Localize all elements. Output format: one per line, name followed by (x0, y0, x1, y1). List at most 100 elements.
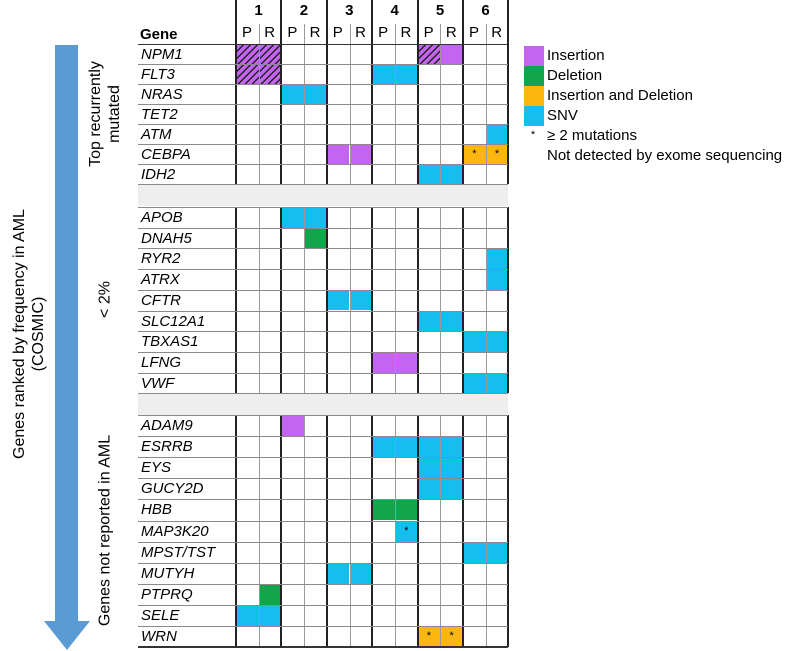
section-gap-1 (138, 184, 508, 206)
grid-vline (462, 415, 464, 648)
subcolumn-header-3R: R (355, 24, 366, 41)
cell-HBB-4P (372, 499, 395, 521)
header-vline (235, 0, 237, 44)
multi-mutation-star: * (494, 148, 500, 160)
cell-ESRRB-4R (394, 436, 418, 458)
cell-FLT3-4P (372, 64, 395, 84)
cell-ESRRB-4P (372, 436, 395, 458)
grid-hline (138, 604, 509, 606)
grid-vline (507, 415, 510, 648)
axis-label: Genes ranked by frequency in AML (COSMIC… (10, 174, 48, 494)
grid-vline (258, 44, 260, 184)
grid-vline (507, 207, 510, 394)
grid-vline (349, 415, 351, 648)
grid-vline (258, 207, 260, 394)
gene-label-MAP3K20: MAP3K20 (141, 522, 209, 540)
cell-SELE-1R (258, 604, 282, 626)
cell-ADAM9-2P (281, 415, 305, 437)
patient-header-5: 5 (435, 2, 445, 19)
cell-GUCY2D-5P (417, 478, 441, 500)
cell-TBXAS1-6R (485, 331, 509, 352)
cell-ESRRB-5R (440, 436, 463, 458)
cell-DNAH5-2R (304, 227, 327, 249)
header-vline (349, 24, 351, 44)
subcolumn-header-6R: R (491, 24, 503, 41)
cell-SELE-1P (236, 604, 259, 626)
header-rule (138, 44, 509, 45)
gene-label-MPST/TST: MPST/TST (141, 543, 216, 561)
legend-label-star: ≥ 2 mutations (547, 127, 637, 144)
gene-label-FLT3: FLT3 (141, 66, 175, 83)
gene-label-SELE: SELE (141, 606, 180, 624)
cell-MUTYH-3P (326, 562, 350, 584)
cell-RYR2-6R (485, 248, 509, 270)
legend-label-insdel: Insertion and Deletion (547, 87, 693, 104)
cell-CFTR-3R (349, 289, 373, 311)
grid-vline (280, 44, 283, 184)
grid-vline (349, 207, 351, 394)
grid-vline (235, 44, 237, 184)
gene-label-ATM: ATM (141, 126, 172, 143)
gene-label-EYS: EYS (141, 459, 172, 477)
legend-star-icon: * (530, 129, 536, 141)
grid-vline (440, 415, 442, 648)
cell-FLT3-1P (236, 64, 259, 84)
gene-label-IDH2: IDH2 (141, 166, 176, 183)
multi-mutation-star: * (426, 630, 432, 642)
cell-TBXAS1-6P (463, 331, 486, 352)
cell-LFNG-4P (372, 351, 395, 373)
header-vline (462, 0, 464, 44)
patient-header-3: 3 (345, 2, 354, 19)
grid-hline (138, 248, 509, 250)
grid-vline (258, 415, 260, 648)
grid-hline (138, 626, 509, 627)
subcolumn-header-3P: P (332, 24, 343, 41)
grid-vline (235, 415, 237, 648)
header-vline (507, 0, 510, 44)
subcolumn-header-6P: P (468, 24, 479, 41)
gene-label-TET2: TET2 (141, 106, 178, 123)
axis-label-line2: (COSMIC) (30, 296, 47, 372)
patient-header-4: 4 (390, 2, 399, 19)
grid-hline (138, 457, 509, 459)
grid-vline (325, 415, 328, 648)
grid-hline (138, 124, 509, 125)
gene-header: Gene (140, 26, 178, 43)
legend-label-deletion: Deletion (547, 67, 603, 84)
multi-mutation-star: * (404, 524, 409, 537)
grid-hline (138, 310, 509, 312)
grid-hline (138, 351, 509, 353)
grid-vline (462, 44, 464, 184)
header-vline (258, 24, 260, 44)
gene-label-APOB: APOB (141, 209, 183, 226)
patient-header-6: 6 (481, 2, 490, 19)
subcolumn-header-1R: R (264, 24, 276, 41)
cell-WRN-5R: * (440, 626, 463, 648)
grid-vline (325, 207, 328, 394)
cell-NPM1-1P (236, 44, 259, 64)
grid-vline (416, 207, 419, 394)
grid-vline (462, 207, 464, 394)
subcolumn-header-5P: P (423, 24, 434, 41)
cell-SLC12A1-5P (417, 310, 441, 332)
cell-WRN-5P: * (417, 626, 441, 648)
gene-label-VWF: VWF (141, 374, 175, 392)
grid-vline (394, 207, 396, 394)
subcolumn-header-5R: R (445, 24, 457, 41)
section-gap-2 (138, 393, 508, 415)
cell-EYS-5R (440, 457, 463, 479)
grid-vline (394, 44, 396, 184)
grid-hline (138, 269, 509, 271)
header-vline (325, 0, 328, 44)
grid-hline (138, 331, 509, 333)
subcolumn-header-2P: P (287, 24, 298, 41)
gene-label-ESRRB: ESRRB (141, 438, 193, 456)
grid-hline (138, 541, 509, 543)
grid-vline (280, 415, 283, 648)
cell-ATRX-6R (485, 269, 509, 290)
gene-label-GUCY2D: GUCY2D (141, 480, 204, 498)
grid-hline (138, 393, 509, 395)
header-vline (416, 0, 419, 44)
grid-vline (440, 44, 442, 184)
gene-label-TBXAS1: TBXAS1 (141, 333, 199, 351)
